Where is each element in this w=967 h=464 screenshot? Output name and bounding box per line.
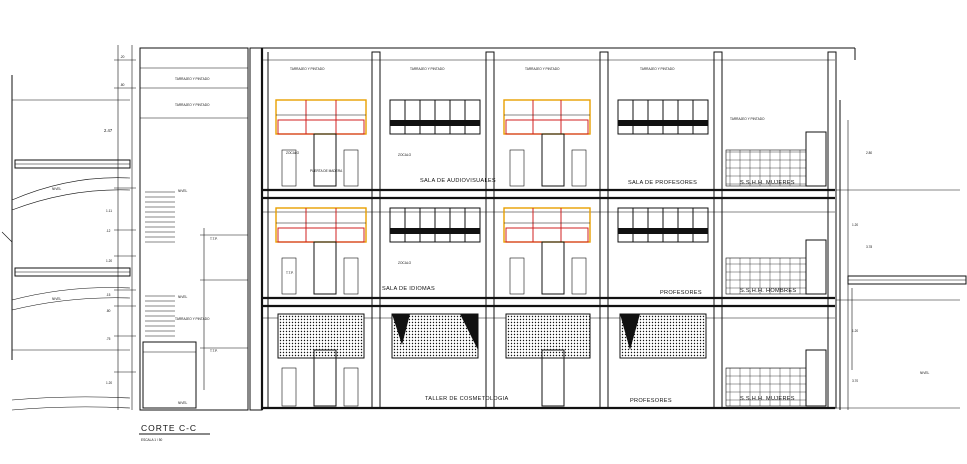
floor-2: T.T.P. SALA DE IDIOMAS ZOCALO	[275, 207, 827, 296]
door	[805, 131, 827, 187]
dim-left-7: .80	[106, 309, 111, 313]
wainscot	[281, 149, 297, 187]
typical-note: T.T.P.	[286, 271, 294, 275]
tile-wall	[725, 149, 807, 187]
dim-right-4: 3.70	[852, 379, 858, 383]
nivel-label: NIVEL	[178, 189, 187, 193]
nivel-label: NIVEL	[52, 187, 61, 191]
nivel-label: NIVEL	[52, 297, 61, 301]
door-label: PUERTA DE MADERA	[310, 169, 343, 173]
finish-note: TARRAJEO Y PINTADO	[410, 67, 445, 71]
room-label: S.S.H.H. HOMBRES	[740, 288, 796, 294]
door	[541, 241, 565, 295]
wainscot	[343, 149, 359, 187]
dim-left-3: 1.11	[106, 209, 112, 213]
room-label: S.S.H.H. MUJERES	[740, 396, 795, 402]
wainscot	[571, 257, 587, 295]
window-hatched	[505, 313, 591, 407]
room-label: TALLER DE COSMETOLOGIA	[425, 396, 508, 402]
wainscot	[281, 257, 297, 295]
drawing-scale: ESCALA 1 / 50	[141, 438, 162, 442]
column	[371, 51, 381, 409]
stair-note: T.T.P.	[210, 237, 218, 241]
window-dark	[617, 207, 709, 243]
finish-note: TARRAJEO Y PINTADO	[640, 67, 675, 71]
wainscot	[509, 149, 525, 187]
window-dark	[389, 99, 481, 135]
finish-note: TARRAJEO Y PINTADO	[290, 67, 325, 71]
floor-1: TALLER DE COSMETOLOGIA PROFESORES S.S.H.…	[277, 313, 827, 407]
room-label: PROFESORES	[660, 290, 702, 296]
building-frame	[249, 47, 856, 411]
right-section: 2.80 1.20 3.78 1.20 3.70 NIVEL	[836, 100, 967, 410]
dim-left-4: .12	[106, 229, 111, 233]
wainscot	[571, 149, 587, 187]
finish-note: TARRAJEO Y PINTADO	[175, 103, 210, 107]
window-hatched	[277, 313, 365, 407]
column	[713, 51, 723, 409]
door	[805, 239, 827, 295]
stair-note: T.T.P.	[210, 349, 218, 353]
dim-left-1: .80	[120, 83, 125, 87]
dim-right-2: 3.78	[866, 245, 872, 249]
zocalo-label: ZOCALO	[398, 153, 412, 157]
window-hatched	[619, 313, 707, 359]
door	[541, 133, 565, 187]
wainscot	[281, 367, 297, 407]
dim-left-6: .15	[106, 293, 111, 297]
room-label: S.S.H.H. MUJERES	[740, 180, 795, 186]
dim-left-2: 2.47	[104, 128, 113, 133]
stair-section: .20 .80 2.47 1.11 .12 1.20 .15 .80 .75 1…	[1, 45, 136, 411]
room-label: SALA DE AUDIOVISUALES	[420, 178, 496, 184]
room-label: SALA DE PROFESORES	[628, 180, 697, 186]
stair-flight-lower	[145, 295, 175, 337]
stair-flight-upper	[145, 191, 175, 243]
column	[485, 51, 495, 409]
dim-left-8: .75	[106, 337, 111, 341]
window-colored	[275, 99, 367, 135]
zocalo-label: ZOCALO	[398, 261, 412, 265]
column	[827, 51, 837, 409]
window-colored	[503, 207, 591, 243]
dim-left-9: 1.20	[106, 381, 112, 385]
tile-wall	[725, 257, 807, 295]
dim-right-1: 1.20	[852, 223, 858, 227]
door	[313, 241, 337, 295]
window-dark	[389, 207, 481, 243]
nivel-label: NIVEL	[920, 371, 929, 375]
window-dark	[617, 99, 709, 135]
nivel-label: NIVEL	[178, 401, 187, 405]
wainscot	[509, 257, 525, 295]
finish-note: TARRAJEO Y PINTADO	[175, 77, 210, 81]
room-label: PROFESORES	[630, 398, 672, 404]
dim-right-3: 1.20	[852, 329, 858, 333]
wainscot	[343, 367, 359, 407]
dim-left-0: .20	[120, 55, 125, 59]
stair-core: TARRAJEO Y PINTADO TARRAJEO Y PINTADO TA…	[139, 47, 249, 411]
finish-note: TARRAJEO Y PINTADO	[730, 117, 765, 121]
wainscot	[343, 257, 359, 295]
door	[313, 133, 337, 187]
finish-note: TARRAJEO Y PINTADO	[525, 67, 560, 71]
finish-note: TARRAJEO Y PINTADO	[175, 317, 210, 321]
nivel-label: NIVEL	[178, 295, 187, 299]
window-colored	[275, 207, 367, 243]
room-label: SALA DE IDIOMAS	[382, 286, 435, 292]
door	[805, 349, 827, 407]
dim-right-0: 2.80	[866, 151, 872, 155]
drawing-title: CORTE C-C	[141, 423, 197, 433]
window-hatched	[391, 313, 479, 359]
title-block: CORTE C-C ESCALA 1 / 50	[139, 423, 210, 442]
dim-left-5: 1.20	[106, 259, 112, 263]
column	[599, 51, 609, 409]
window-colored	[503, 99, 591, 135]
zocalo-label: ZOCALO	[286, 151, 300, 155]
floor-3: TARRAJEO Y PINTADO ZOCALO PUERTA DE MADE…	[275, 67, 827, 187]
